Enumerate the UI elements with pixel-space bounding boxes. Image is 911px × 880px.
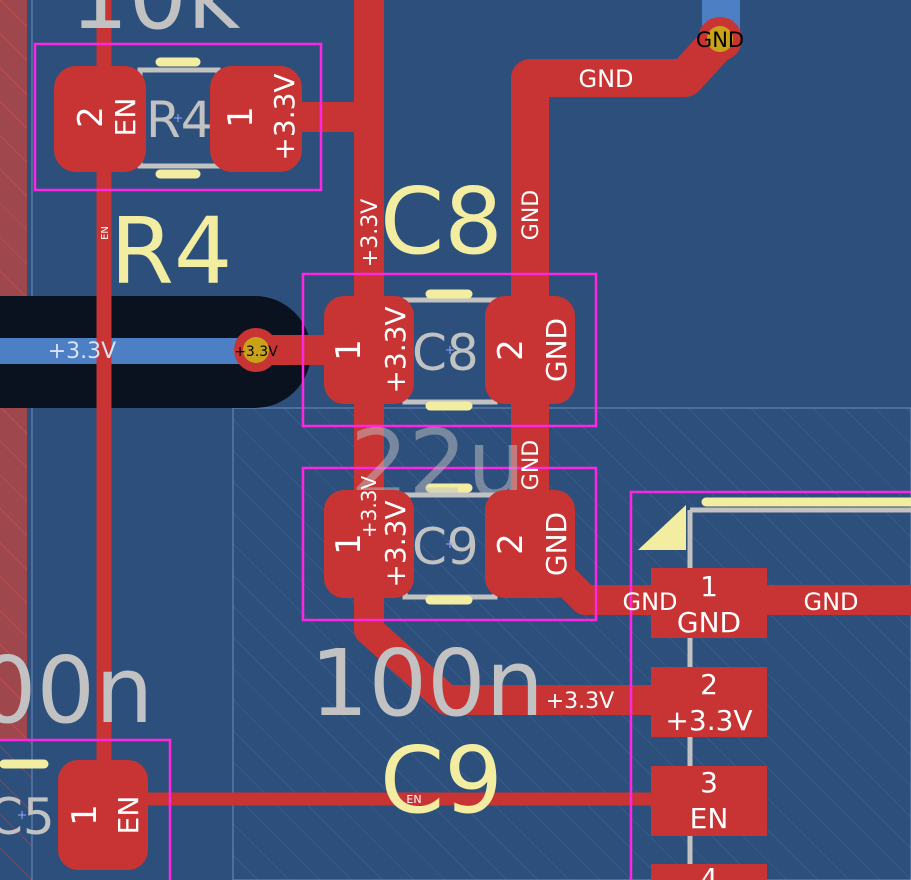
pad-r4-1 bbox=[210, 66, 302, 172]
pad-conn-2 bbox=[651, 667, 767, 737]
pad-conn-1-num: 1 bbox=[700, 570, 718, 603]
silk-ref-c8: C8 bbox=[380, 168, 503, 275]
pad-r4-2 bbox=[54, 66, 146, 172]
courtyard-c5 bbox=[0, 738, 172, 880]
label-3v3-vertical-1: +3.3V bbox=[358, 199, 383, 267]
pad-c9-2-net: GND bbox=[540, 512, 573, 576]
via-3v3-label: +3.3V bbox=[234, 344, 278, 360]
pad-c5-1-num: 1 bbox=[65, 804, 105, 826]
courtyards bbox=[0, 42, 911, 880]
courtyard-c8 bbox=[301, 272, 598, 428]
fab-c9: C9 bbox=[412, 518, 479, 576]
pin1-marker bbox=[638, 505, 686, 550]
label-en-vertical: EN bbox=[100, 226, 111, 240]
track-3v3-to-conn bbox=[354, 585, 715, 715]
silk-ref-c9: C9 bbox=[380, 727, 503, 834]
silk-ref-r4: R4 bbox=[110, 198, 232, 305]
back-track-3v3[interactable] bbox=[0, 338, 256, 364]
pad-conn-3 bbox=[651, 766, 767, 836]
pad-c5-1 bbox=[58, 760, 148, 870]
label-en-horizontal: EN bbox=[406, 793, 421, 806]
pad-c9-1-net: +3.3V bbox=[379, 500, 412, 587]
pad-conn-4 bbox=[651, 864, 767, 880]
fab-text: R4 C8 C9 C5 bbox=[0, 91, 479, 846]
pad-c9-2-num: 2 bbox=[491, 533, 531, 555]
pad-labels: 2 EN 1 +3.3V 1 +3.3V 2 GND 1 +3.3V 2 GND… bbox=[65, 73, 753, 880]
via-gnd-label: GND bbox=[696, 28, 744, 52]
via-gnd[interactable]: GND bbox=[696, 17, 744, 61]
pad-r4-2-net: EN bbox=[109, 98, 142, 137]
silk-value-c5: 00n bbox=[0, 637, 153, 744]
label-gnd-conn-left: GND bbox=[622, 588, 677, 616]
courtyard-c9 bbox=[301, 466, 598, 622]
pad-conn-3-net: EN bbox=[690, 802, 729, 835]
pad-c9-1-num: 1 bbox=[329, 533, 369, 555]
silk-value-c9: 100n bbox=[310, 630, 544, 737]
pad-conn-3-num: 3 bbox=[700, 766, 718, 799]
pad-r4-1-net: +3.3V bbox=[268, 73, 301, 160]
fab-c5: C5 bbox=[0, 788, 55, 846]
label-gnd-vertical-2: GND bbox=[519, 440, 544, 490]
pad-conn-1-net: GND bbox=[677, 606, 741, 639]
silk-value-10k: 10k bbox=[70, 0, 241, 50]
label-3v3-to-conn: +3.3V bbox=[546, 689, 614, 714]
pad-conn-2-net: +3.3V bbox=[665, 704, 752, 737]
pad-conn-1 bbox=[651, 568, 767, 638]
via-3v3[interactable]: +3.3V bbox=[234, 328, 278, 372]
pad-c8-2 bbox=[485, 296, 575, 404]
fab-r4: R4 bbox=[146, 91, 213, 149]
label-3v3-vertical-2: +3.3V bbox=[357, 476, 381, 539]
courtyard-connector bbox=[629, 490, 911, 880]
pad-c8-2-num: 2 bbox=[491, 339, 531, 361]
pad-c8-2-net: GND bbox=[540, 318, 573, 382]
silkscreen-marks bbox=[0, 57, 911, 769]
label-gnd-vertical-1: GND bbox=[519, 190, 544, 240]
pad-conn-4-num: 4 bbox=[700, 862, 718, 880]
pad-c8-1-net: +3.3V bbox=[379, 306, 412, 393]
pad-c5-1-net: EN bbox=[112, 796, 145, 835]
silk-text: 10k R4 C8 22u 100n C9 00n bbox=[0, 0, 544, 834]
origin-markers bbox=[18, 114, 454, 819]
pad-c8-1 bbox=[324, 296, 414, 404]
pad-conn-2-num: 2 bbox=[700, 668, 718, 701]
courtyard-r4 bbox=[33, 42, 323, 192]
label-back-3v3: +3.3V bbox=[48, 339, 116, 364]
pad-c9-1 bbox=[324, 490, 414, 598]
label-gnd-top: GND bbox=[578, 65, 633, 93]
pad-c8-1-num: 1 bbox=[329, 339, 369, 361]
pad-r4-2-num: 2 bbox=[71, 106, 111, 128]
pad-c9-2 bbox=[485, 490, 575, 598]
pads[interactable] bbox=[54, 66, 767, 880]
pad-r4-1-num: 1 bbox=[221, 106, 261, 128]
label-gnd-conn-right: GND bbox=[803, 588, 858, 616]
fab-c8: C8 bbox=[412, 324, 479, 382]
track-labels: GND GND GND GND GND +3.3V +3.3V +3.3V EN… bbox=[48, 65, 859, 806]
